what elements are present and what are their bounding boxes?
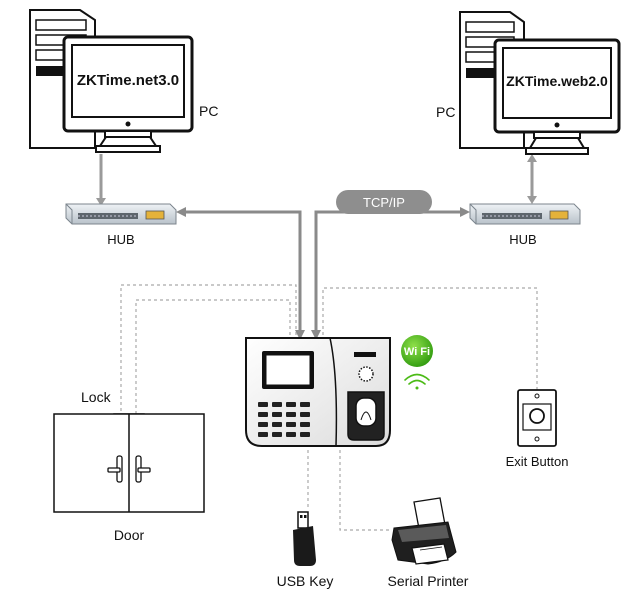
pc-right-screen-text: ZKTime.web2.0 [506, 73, 608, 89]
keypad [258, 402, 310, 437]
monitor-icon [493, 38, 621, 155]
serial-printer-label: Serial Printer [388, 573, 469, 589]
wifi-label: Wi Fi [404, 346, 430, 358]
hub-left: HUB [65, 203, 177, 247]
door-label: Door [114, 527, 145, 543]
door-handle-icon [107, 455, 151, 483]
push-button-icon [529, 408, 545, 424]
access-control-terminal [245, 337, 391, 447]
door: Lock Door [53, 389, 205, 543]
pc-left-label: PC [199, 103, 218, 119]
exit-button-label: Exit Button [506, 454, 569, 469]
serial-printer: Serial Printer [388, 497, 469, 589]
tcpip-badge: TCP/IP [336, 190, 432, 214]
connection-lines [96, 154, 538, 531]
hub-right-label: HUB [509, 232, 536, 247]
lock-label: Lock [81, 389, 112, 405]
usb-drive-icon [293, 511, 316, 566]
pc-left: ZKTime.net3.0 PC [29, 9, 218, 153]
usb-key: USB Key [277, 511, 334, 589]
pc-right-label: PC [436, 104, 455, 120]
wifi-signal-icon [404, 373, 430, 390]
monitor-icon [62, 35, 194, 153]
hub-right: HUB [469, 203, 581, 247]
network-hub-icon [65, 203, 177, 225]
wifi-badge: Wi Fi [401, 335, 433, 390]
exit-button-device: Exit Button [506, 389, 569, 469]
printer-icon [391, 497, 457, 565]
pc-left-screen-text: ZKTime.net3.0 [77, 72, 179, 89]
usb-key-label: USB Key [277, 573, 334, 589]
hub-left-label: HUB [107, 232, 134, 247]
network-hub-icon [469, 203, 581, 225]
wifi-logo-icon [401, 335, 433, 367]
pc-right: ZKTime.web2.0 PC [436, 11, 621, 155]
tcpip-label: TCP/IP [363, 195, 405, 210]
speaker-icon [358, 366, 374, 382]
fingerprint-sensor-icon [347, 391, 385, 441]
